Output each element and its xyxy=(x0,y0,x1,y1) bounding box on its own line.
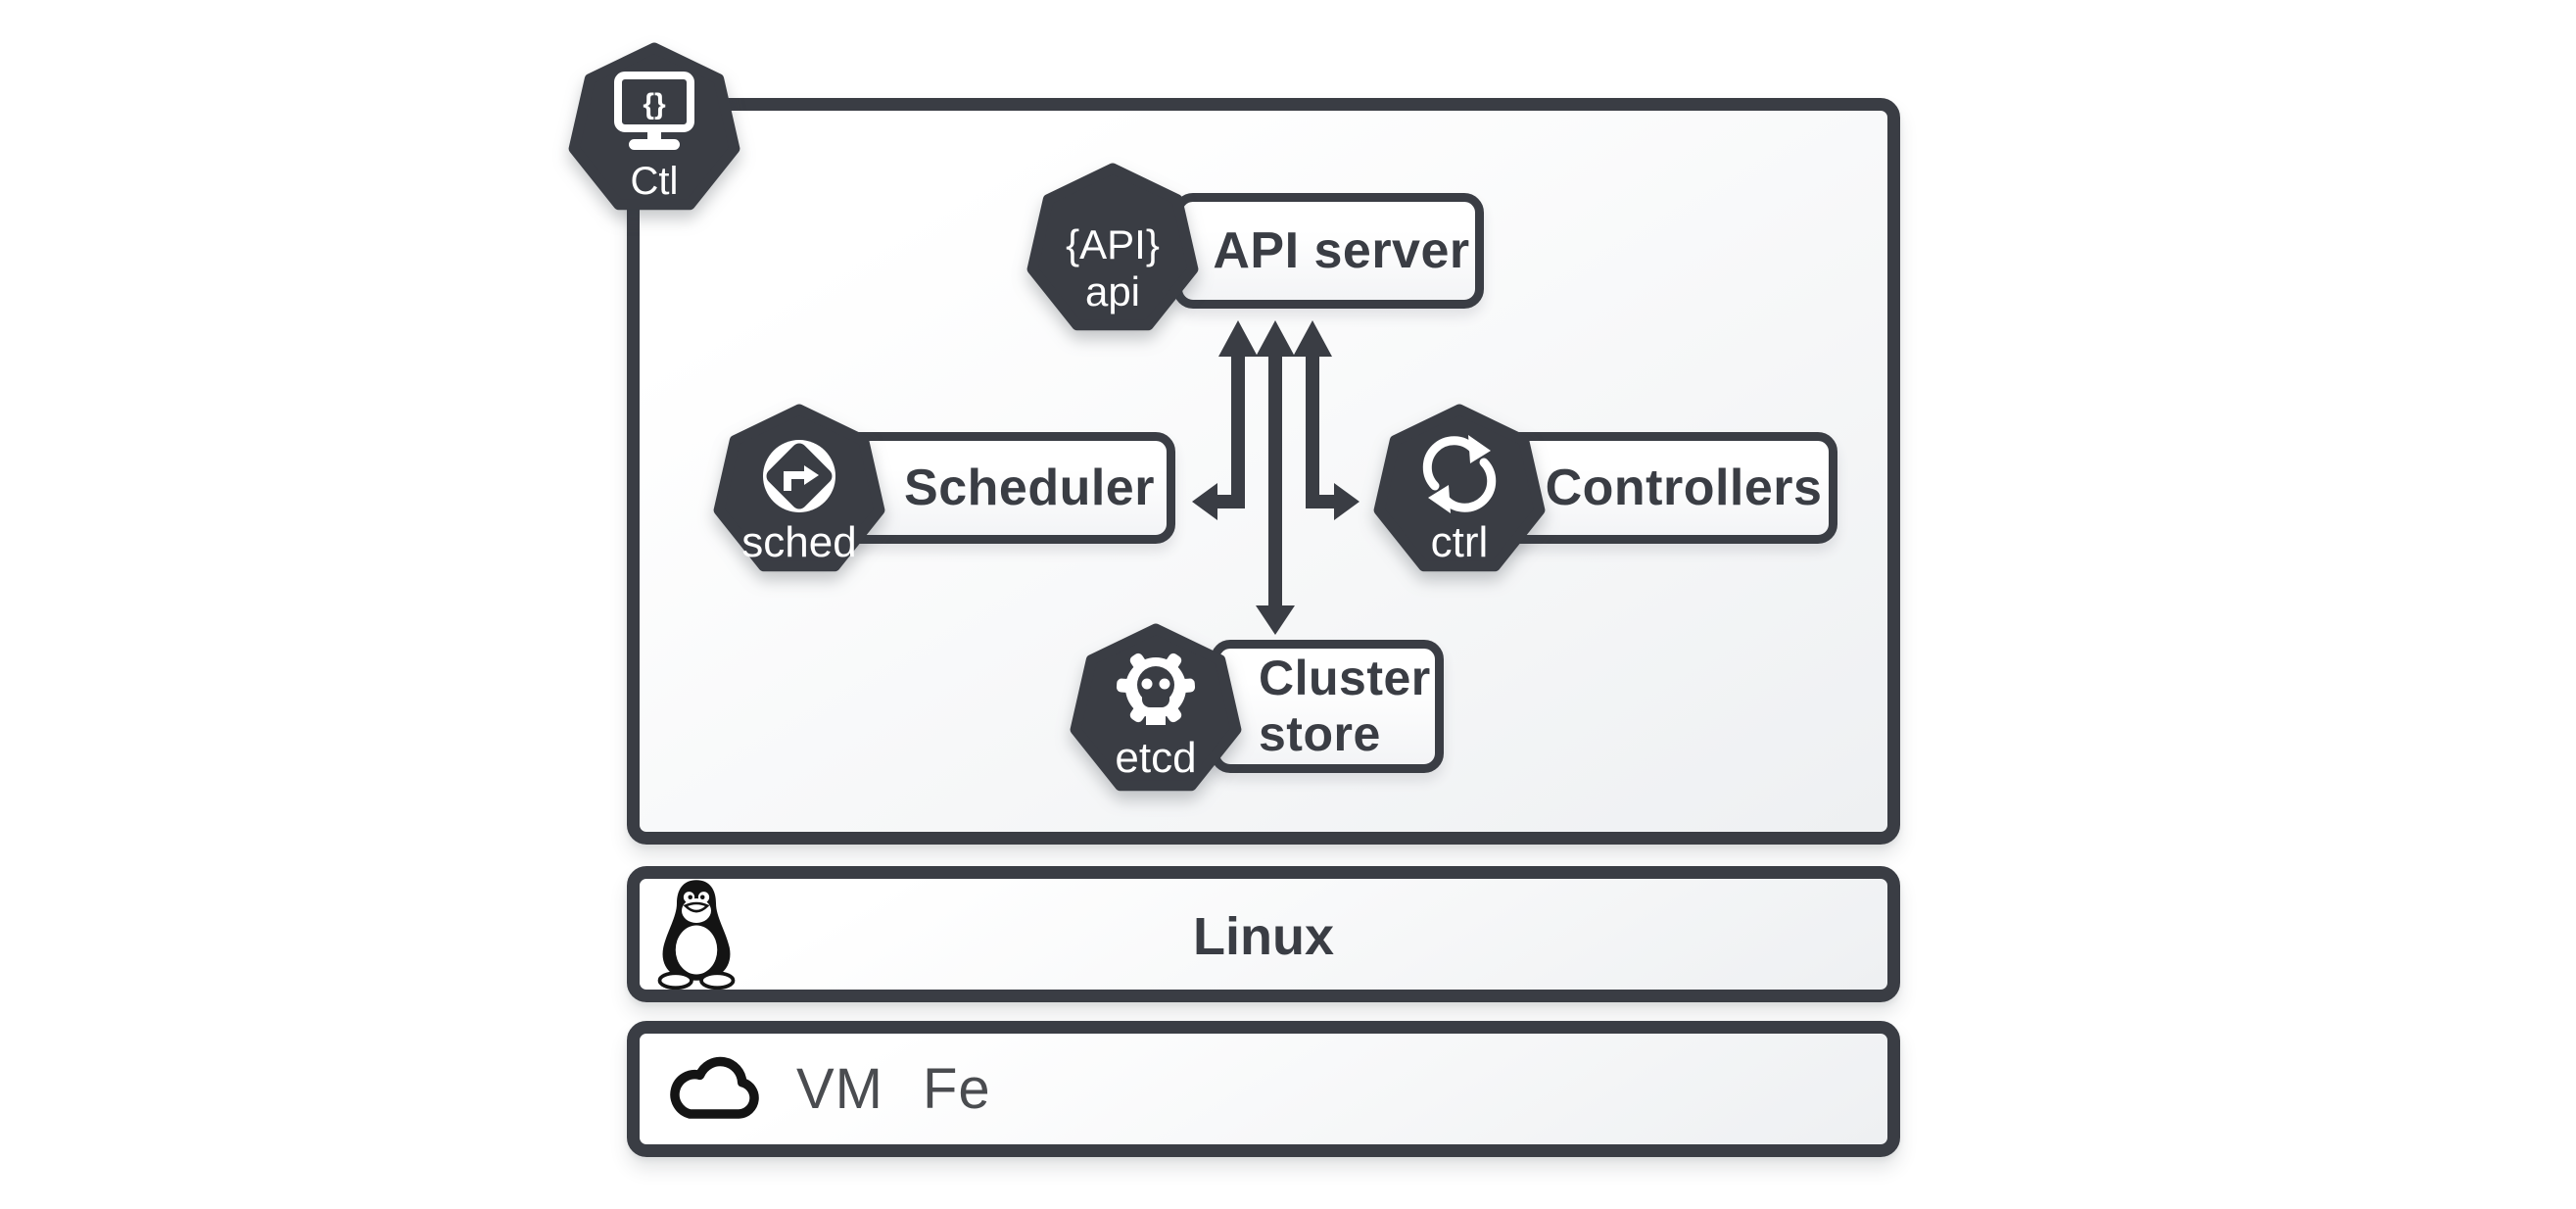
connection-arrows xyxy=(1192,320,1360,635)
elbow-right xyxy=(1306,495,1334,508)
linux-layer-box xyxy=(627,866,1900,1002)
cycle-arrows-icon xyxy=(1422,436,1497,512)
controllers-label: Controllers xyxy=(1545,459,1823,516)
svg-text:{}: {} xyxy=(643,88,666,121)
fe-label: Fe xyxy=(923,1057,991,1121)
turn-right-diamond-icon xyxy=(763,440,835,512)
code-display-monitor-icon: {} xyxy=(614,72,694,150)
arrow-up-right xyxy=(1293,320,1332,357)
api-braces-text: {API} xyxy=(1066,221,1160,267)
shaft-middle xyxy=(1268,354,1282,605)
linux-label: Linux xyxy=(1193,907,1334,966)
control-plane-badge: {} Ctl xyxy=(568,42,740,211)
shaft-left xyxy=(1231,354,1245,508)
arrow-up-left xyxy=(1218,320,1258,357)
controllers-hex-label: ctrl xyxy=(1431,518,1489,566)
cloud-icon xyxy=(670,1056,759,1119)
arrow-to-cluster-store xyxy=(1256,605,1295,635)
api-hexagon-badge: {API} api xyxy=(1026,163,1199,331)
tux-penguin-icon xyxy=(657,880,736,990)
cluster-store-label: Cluster store xyxy=(1259,651,1431,761)
api-server-label: API server xyxy=(1213,222,1470,279)
scheduler-label: Scheduler xyxy=(904,459,1155,516)
elbow-left xyxy=(1217,495,1245,508)
etcd-hex-label: etcd xyxy=(1115,734,1196,782)
scheduler-hexagon-badge: sched xyxy=(713,404,885,572)
gear-face-icon xyxy=(1116,653,1196,725)
scheduler-hex-label: sched xyxy=(741,518,856,566)
arrow-to-scheduler xyxy=(1192,483,1217,520)
controllers-hexagon-badge: ctrl xyxy=(1373,404,1546,572)
vm-label: VM xyxy=(796,1057,883,1121)
heptagon-shape xyxy=(1373,404,1546,572)
etcd-hexagon-badge: etcd xyxy=(1070,623,1242,792)
api-server-box: API server xyxy=(1173,193,1484,309)
heptagon-shape xyxy=(1026,163,1199,331)
shaft-right xyxy=(1306,354,1319,508)
arrow-up-middle xyxy=(1256,320,1295,357)
arrow-to-controllers xyxy=(1334,483,1360,520)
control-plane-badge-label: Ctl xyxy=(631,160,679,203)
vm-layer-box: VM Fe xyxy=(627,1021,1900,1157)
api-hex-label: api xyxy=(1085,268,1140,314)
cluster-store-box: Cluster store xyxy=(1211,640,1444,773)
